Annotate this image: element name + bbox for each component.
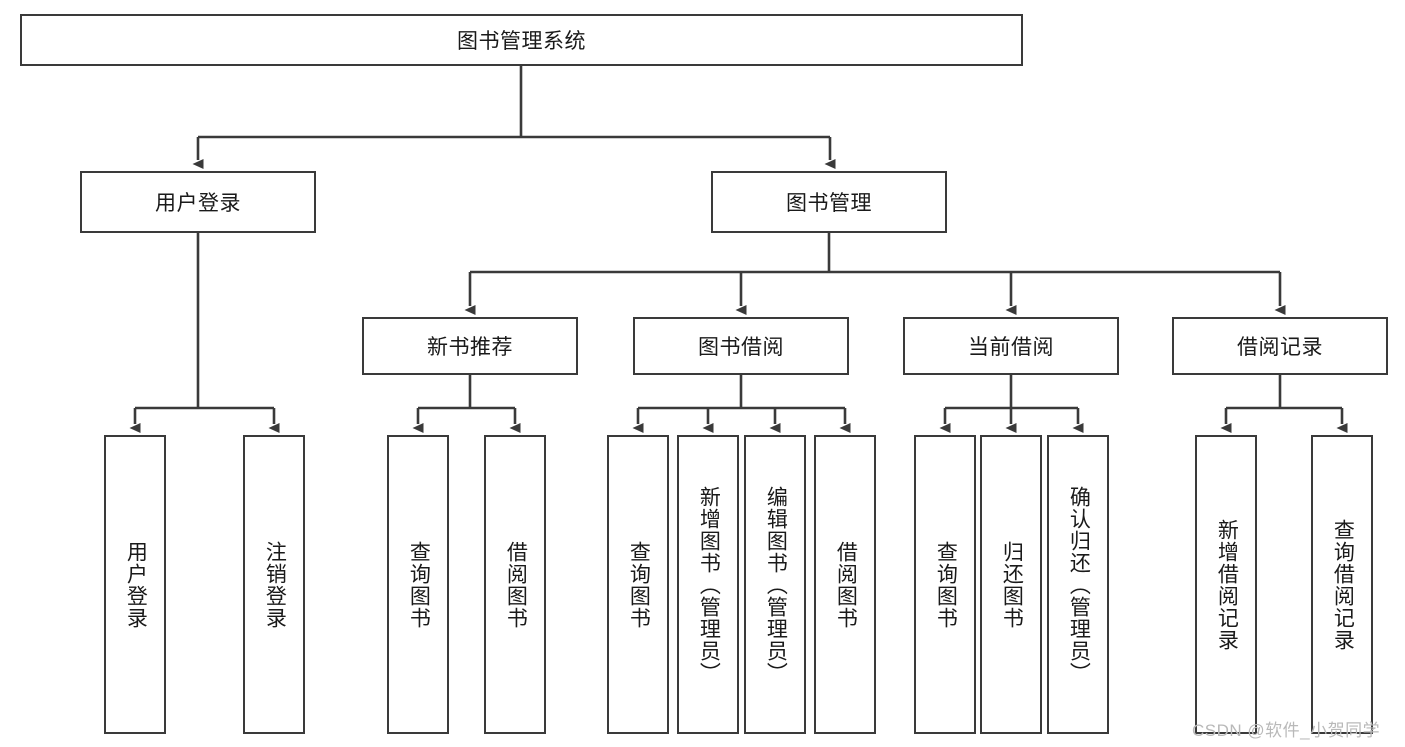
leaf-confirm-return-admin[interactable]: 确认归还（管理员） <box>1047 435 1109 734</box>
leaf-query-borrow-record[interactable]: 查询借阅记录 <box>1311 435 1373 734</box>
leaf-add-book-admin[interactable]: 新增图书（管理员） <box>677 435 739 734</box>
node-book-borrowing[interactable]: 图书借阅 <box>633 317 849 375</box>
node-label: 编辑图书（管理员） <box>764 485 788 684</box>
leaf-query-books-recommendation[interactable]: 查询图书 <box>387 435 449 734</box>
node-label: 查询借阅记录 <box>1331 518 1355 651</box>
wire-tushujieyue-to-leaves <box>632 375 851 433</box>
node-borrow-records[interactable]: 借阅记录 <box>1172 317 1388 375</box>
node-label: 新增图书（管理员） <box>697 485 721 684</box>
node-root-system[interactable]: 图书管理系统 <box>20 14 1023 66</box>
node-label: 当前借阅 <box>968 336 1054 359</box>
node-new-book-recommendation[interactable]: 新书推荐 <box>362 317 578 375</box>
node-label: 图书借阅 <box>698 336 784 359</box>
wire-tushuguanli-to-level3 <box>464 233 1286 315</box>
wire-xinshutuijian-to-leaves <box>412 375 521 433</box>
node-label: 借阅图书 <box>834 540 858 629</box>
node-label: 借阅记录 <box>1237 336 1323 359</box>
node-label: 新书推荐 <box>427 336 513 359</box>
wire-dangqianjieyue-to-leaves <box>939 375 1084 433</box>
leaf-borrow-books-borrowing[interactable]: 借阅图书 <box>814 435 876 734</box>
leaf-logout[interactable]: 注销登录 <box>243 435 305 734</box>
node-label: 查询图书 <box>627 540 651 629</box>
node-book-management[interactable]: 图书管理 <box>711 171 947 233</box>
leaf-user-login[interactable]: 用户登录 <box>104 435 166 734</box>
leaf-query-books-borrowing[interactable]: 查询图书 <box>607 435 669 734</box>
node-label: 图书管理系统 <box>457 30 586 53</box>
node-label: 图书管理 <box>786 192 872 215</box>
leaf-borrow-books-recommendation[interactable]: 借阅图书 <box>484 435 546 734</box>
wire-root-to-level2 <box>192 66 836 169</box>
node-label: 查询图书 <box>934 540 958 629</box>
leaf-query-books-current[interactable]: 查询图书 <box>914 435 976 734</box>
node-label: 归还图书 <box>1000 540 1024 629</box>
node-user-login[interactable]: 用户登录 <box>80 171 316 233</box>
watermark-csdn: CSDN @软件_小贺同学 <box>1192 721 1381 740</box>
node-current-borrowing[interactable]: 当前借阅 <box>903 317 1119 375</box>
node-label: 用户登录 <box>155 192 241 215</box>
node-label: 查询图书 <box>407 540 431 629</box>
node-label: 确认归还（管理员） <box>1067 485 1091 684</box>
wire-yonghudenglu-to-leaves <box>129 233 280 433</box>
leaf-edit-book-admin[interactable]: 编辑图书（管理员） <box>744 435 806 734</box>
leaf-add-borrow-record[interactable]: 新增借阅记录 <box>1195 435 1257 734</box>
node-label: 注销登录 <box>263 540 287 629</box>
leaf-return-books[interactable]: 归还图书 <box>980 435 1042 734</box>
node-label: 用户登录 <box>124 540 148 629</box>
node-label: 新增借阅记录 <box>1215 518 1239 651</box>
wire-jieyuejilu-to-leaves <box>1220 375 1348 433</box>
node-label: 借阅图书 <box>504 540 528 629</box>
